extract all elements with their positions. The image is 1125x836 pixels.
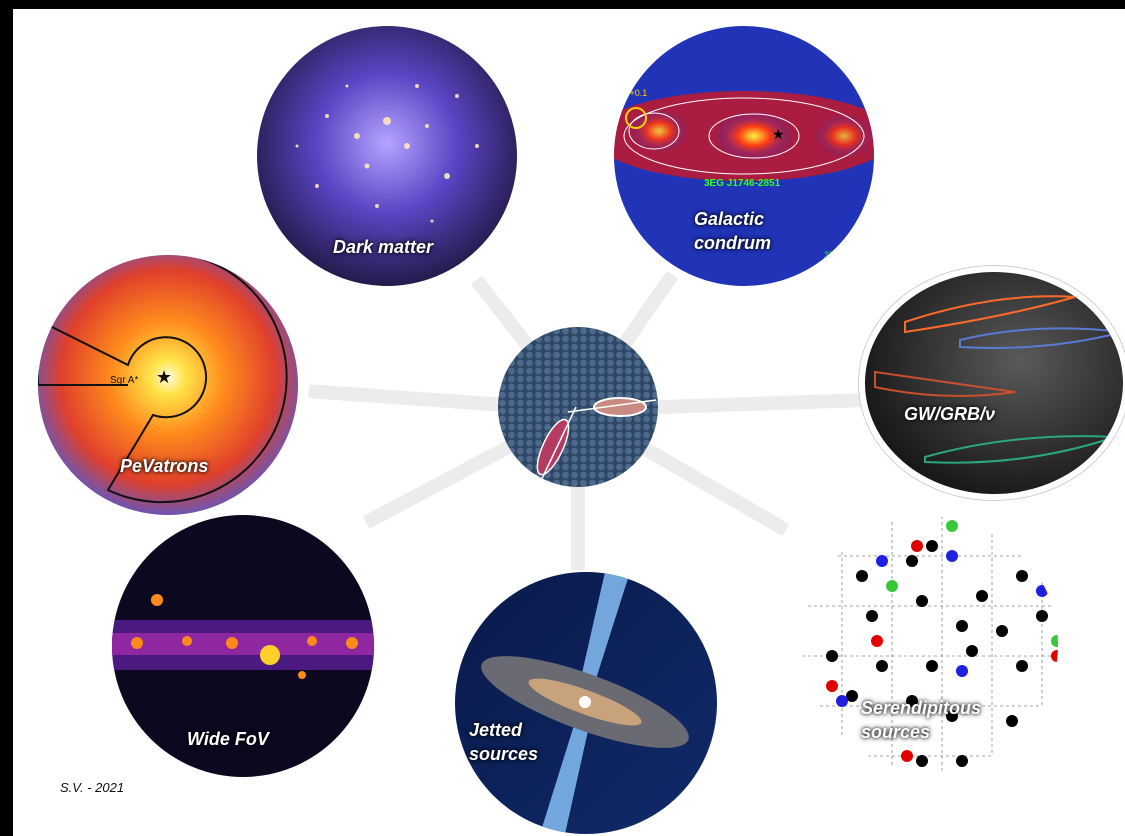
wide-fov-label: Wide FoV: [187, 729, 269, 749]
wide-fov-node: [112, 515, 374, 777]
serendipitous-label-line2: sources: [861, 722, 931, 742]
star-marker: ★: [772, 126, 785, 142]
source-id-label: 3EG J1746-2851: [704, 178, 781, 189]
serendipitous-node: [802, 516, 1058, 772]
jetted-label-line1: Jetted: [469, 720, 523, 740]
center-camera-node: [498, 327, 658, 487]
sgr-a-label: Sgr A*: [110, 375, 138, 386]
serendipitous-skymap: [802, 516, 1058, 772]
jetted-image: [455, 572, 717, 834]
gw-skymap: [865, 272, 1123, 494]
jetted-node: [455, 572, 717, 834]
gw-node: [859, 266, 1125, 500]
pevatrons-label: PeVatrons: [120, 456, 209, 476]
galaxy-cluster-image: [257, 26, 517, 286]
jetted-label-line2: sources: [469, 744, 539, 764]
sgr-star-marker: ★: [156, 367, 172, 387]
dark-matter-label: Dark matter: [333, 237, 434, 257]
coord-label: .9+0.1: [622, 88, 647, 98]
gw-label: GW/GRB/ν: [904, 404, 996, 424]
galactic-node: ★ 3EG J1746-2851 .9+0.1 3E: [614, 26, 874, 286]
corner-label: 3E: [824, 250, 835, 260]
wide-fov-map: [112, 515, 374, 777]
left-black-border: [0, 0, 13, 836]
galactic-center-map: ★ 3EG J1746-2851 .9+0.1 3E: [614, 26, 874, 286]
serendipitous-label-line1: Serendipitous: [861, 698, 982, 718]
credit-text: S.V. - 2021: [60, 780, 125, 795]
pevatrons-node: ★ Sgr A*: [38, 255, 298, 515]
camera-hexagon-image: [498, 327, 658, 487]
galactic-label-line2: condrum: [694, 233, 772, 253]
top-black-border: [0, 0, 1125, 9]
dark-matter-node: [257, 26, 517, 286]
pevatrons-map: ★ Sgr A*: [38, 255, 298, 515]
galactic-label-line1: Galactic: [694, 209, 765, 229]
